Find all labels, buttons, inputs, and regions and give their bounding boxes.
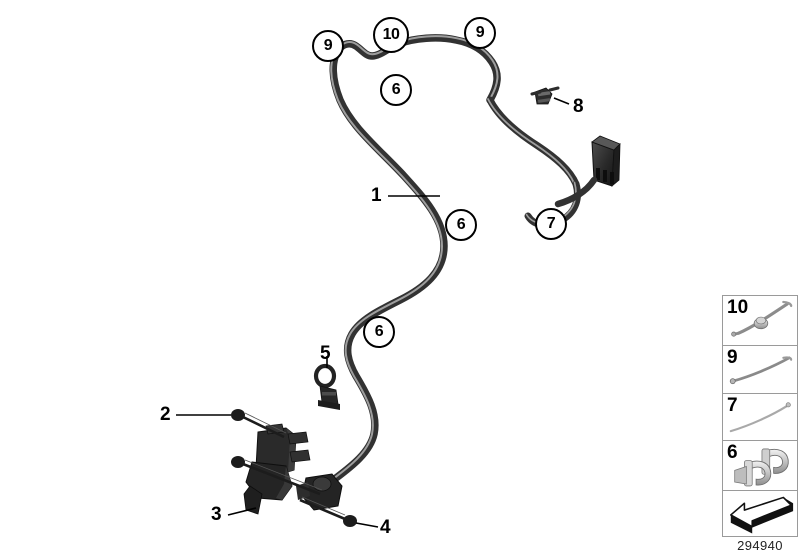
leader-lines [176,97,570,528]
connector-branch-hose [486,96,621,229]
callout-badge-9-left: 9 [312,30,344,62]
leader-8 [553,97,570,105]
hose-clip-pair-icon [734,448,789,487]
legend-label-9: 9 [727,347,738,368]
bolt-4 [299,496,357,527]
cable-tie-with-mount-icon [731,300,793,337]
part-label-1: 1 [371,185,382,206]
bracket-assembly [231,409,357,527]
electrical-connector-plug [591,135,621,187]
legend-cell-9: 9 [723,346,797,394]
legend-cell-direction-arrow [723,491,797,536]
part-label-8: 8 [573,96,584,117]
part-label-2: 2 [160,404,171,425]
part-label-5: 5 [320,343,331,364]
direction-arrow-icon [730,496,794,534]
callout-badge-6-top: 6 [380,74,412,106]
leader-4 [355,522,379,528]
cable-tie-8-on-hose [530,86,560,105]
bolt-3 [231,456,323,496]
callout-badge-6-low: 6 [363,316,395,348]
legend-label-6: 6 [727,442,738,463]
diagram-part-number: 294940 [737,538,783,553]
legend-label-10: 10 [727,297,749,318]
callout-badge-9-right: 9 [464,17,496,49]
legend-label-7: 7 [727,395,738,416]
legend-cell-10: 10 [723,296,797,346]
bolt-2 [231,409,287,439]
part-label-4: 4 [380,517,391,538]
callout-badge-6-mid: 6 [445,209,477,241]
callout-badge-7: 7 [535,208,567,240]
legend-cell-7: 7 [723,394,797,441]
main-hose-line-1 [314,34,501,504]
callout-badge-10: 10 [373,17,409,53]
legend-panel: 10 9 7 6 [722,295,798,537]
cable-tie-thin-icon [729,402,791,433]
hose-grommet-bracket-5 [313,363,340,410]
part-label-3: 3 [211,504,222,525]
legend-cell-6: 6 [723,441,797,491]
leader-3 [227,507,257,516]
cable-tie-long-icon [729,356,793,385]
